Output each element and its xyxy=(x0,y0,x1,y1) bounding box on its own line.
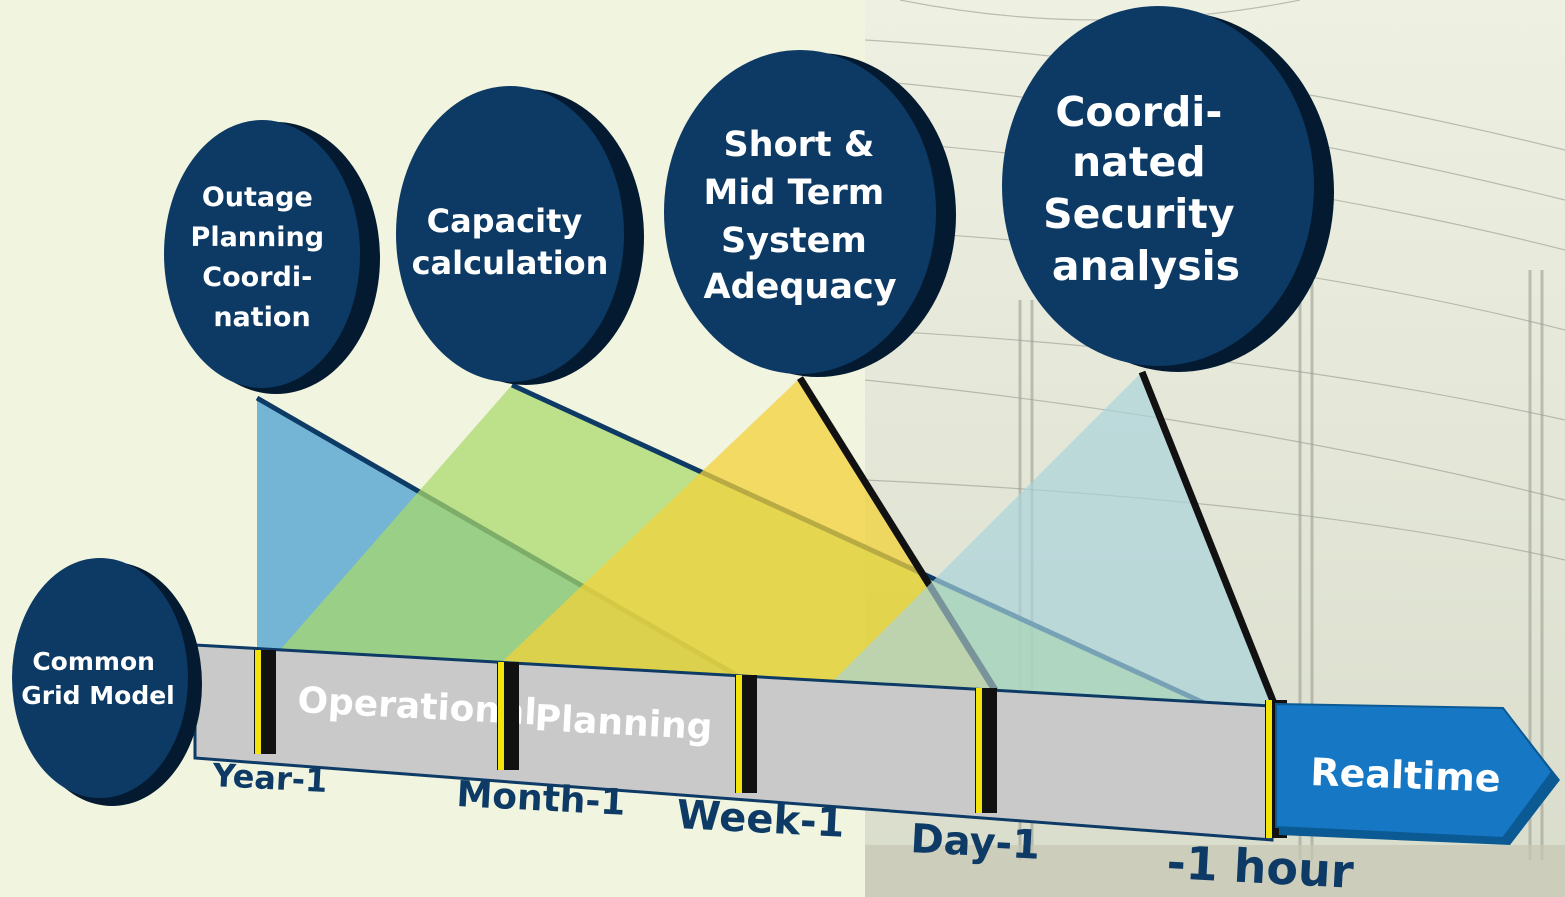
security-line-3: Security xyxy=(1043,190,1234,238)
outage-line-3: Coordi- xyxy=(202,262,312,293)
security-line-2: nated xyxy=(1072,138,1206,186)
tick-labels: Year-1 Month-1 Week-1 Day-1 -1 hour xyxy=(211,756,1356,897)
tick-label-1-hour: -1 hour xyxy=(1165,835,1355,897)
tick-day-1 xyxy=(975,688,997,813)
realtime-arrow: Realtime xyxy=(1275,702,1560,845)
adequacy-line-3: System xyxy=(721,221,867,261)
capacity-line-1: Capacity xyxy=(427,202,583,240)
capacity-line-2: calculation xyxy=(412,244,609,282)
tick-month-1 xyxy=(497,662,519,770)
svg-text:Capacity calculation: Capacity calculation xyxy=(412,202,609,282)
tick-label-week-1: Week-1 xyxy=(675,792,845,847)
svg-text:Outage Planning Co: Outage Planning Coordi- nation xyxy=(191,182,334,333)
realtime-label: Realtime xyxy=(1310,750,1502,801)
system-adequacy-triangle xyxy=(502,378,995,690)
outage-line-1: Outage xyxy=(202,182,313,213)
svg-text:Short & Mid Term S: Short & Mid Term System Adequacy xyxy=(703,125,896,307)
band-word-planning: Planning xyxy=(534,698,714,748)
tick-year-1 xyxy=(254,650,276,754)
adequacy-line-1: Short & xyxy=(723,125,874,165)
security-analysis-triangle xyxy=(833,372,1275,706)
circle-outage-planning: Outage Planning Coordi- nation xyxy=(164,120,380,394)
tick-week-1 xyxy=(735,675,757,793)
outage-line-2: Planning xyxy=(191,222,325,253)
triangles xyxy=(255,370,1279,711)
security-line-4: analysis xyxy=(1052,242,1240,290)
tick-label-year-1: Year-1 xyxy=(211,756,329,800)
adequacy-line-2: Mid Term xyxy=(704,173,885,213)
circle-system-adequacy: Short & Mid Term System Adequacy xyxy=(664,50,956,377)
tick-label-day-1: Day-1 xyxy=(909,816,1041,869)
circle-common-grid-model: Common Grid Model xyxy=(12,558,202,806)
circle-capacity-calculation: Capacity calculation xyxy=(396,86,644,385)
adequacy-line-4: Adequacy xyxy=(703,267,896,307)
tick-label-month-1: Month-1 xyxy=(456,774,627,824)
svg-text:Coordi- nated Secu: Coordi- nated Security analysis xyxy=(1043,88,1249,290)
common-grid-model-line-1: Common xyxy=(32,647,155,676)
circle-security-analysis: Coordi- nated Security analysis xyxy=(1002,6,1334,372)
svg-text:Common Grid Model: Common Grid Model xyxy=(21,647,175,710)
security-line-1: Coordi- xyxy=(1055,88,1222,136)
outage-line-4: nation xyxy=(213,302,310,333)
common-grid-model-line-2: Grid Model xyxy=(21,681,175,710)
